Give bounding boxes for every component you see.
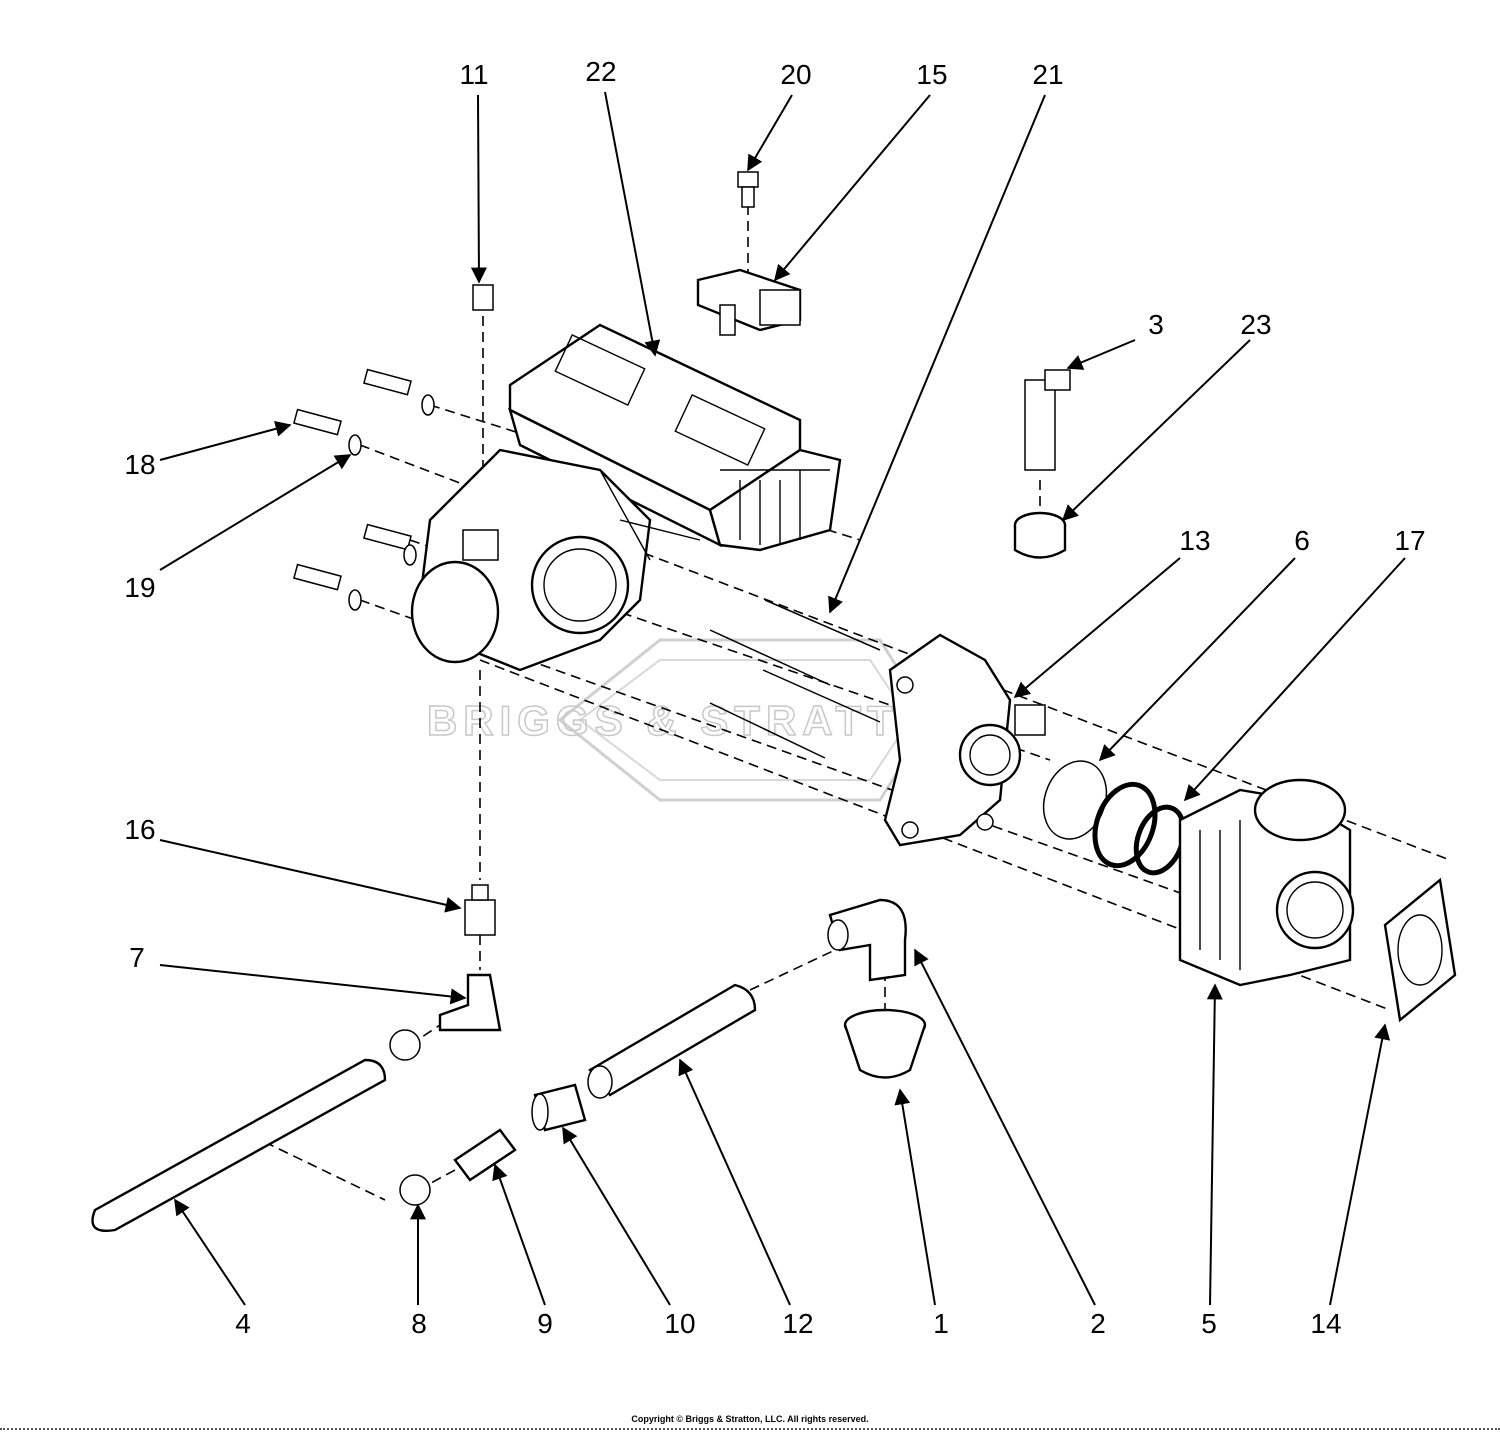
copyright-notice: Copyright © Briggs & Stratton, LLC. All … — [631, 1414, 869, 1424]
screws-18 — [293, 368, 412, 591]
map-sensor-15 — [696, 268, 802, 336]
callout-20: 20 — [780, 59, 811, 90]
callout-21: 21 — [1032, 59, 1063, 90]
callout-13: 13 — [1179, 525, 1210, 556]
callout-3: 3 — [1148, 309, 1164, 340]
callout-12: 12 — [782, 1308, 813, 1339]
callout-23: 23 — [1240, 309, 1271, 340]
callout-14: 14 — [1310, 1308, 1341, 1339]
screw-20 — [737, 171, 759, 208]
callout-labels: 11 22 20 15 21 3 23 13 6 17 18 19 16 7 4… — [124, 56, 1425, 1339]
watermark-text: BRIGGS & STRATTON — [427, 697, 973, 744]
grommet-23 — [1013, 511, 1067, 559]
callout-18: 18 — [124, 449, 155, 480]
callout-19: 19 — [124, 572, 155, 603]
callout-22: 22 — [585, 56, 616, 87]
throttle-body-housing — [410, 448, 701, 672]
grommet-1 — [843, 1008, 927, 1079]
callout-16: 16 — [124, 814, 155, 845]
long-bolts — [709, 599, 881, 759]
throttle-actuator-5 — [1178, 778, 1355, 987]
tube-4 — [91, 1058, 387, 1232]
footer-divider — [0, 1428, 1500, 1430]
callout-10: 10 — [664, 1308, 695, 1339]
callout-17: 17 — [1394, 525, 1425, 556]
callout-1: 1 — [933, 1308, 949, 1339]
washers-19 — [348, 394, 435, 611]
nut-11 — [472, 284, 494, 311]
ecu-module — [508, 323, 842, 552]
hose-12 — [587, 983, 757, 1099]
flange-gasket-14 — [1383, 877, 1457, 1023]
adapter-fitting-16 — [464, 884, 496, 936]
callout-7: 7 — [129, 942, 145, 973]
callout-4: 4 — [235, 1308, 251, 1339]
callout-8: 8 — [411, 1308, 427, 1339]
barbed-fitting-9 — [453, 1128, 517, 1182]
callout-2: 2 — [1090, 1308, 1106, 1339]
clamps-8 — [389, 1029, 431, 1206]
callout-11: 11 — [459, 59, 488, 90]
callout-15: 15 — [916, 59, 947, 90]
elbow-fitting-2 — [827, 898, 907, 982]
leader-lines — [159, 91, 1406, 1306]
intake-adapter-plate — [883, 633, 1046, 847]
elbow-7 — [438, 973, 502, 1032]
callout-9: 9 — [537, 1308, 553, 1339]
temperature-sensor-3 — [1024, 369, 1071, 471]
clamp-10 — [531, 1083, 587, 1132]
callout-6: 6 — [1294, 525, 1310, 556]
callout-5: 5 — [1201, 1308, 1217, 1339]
